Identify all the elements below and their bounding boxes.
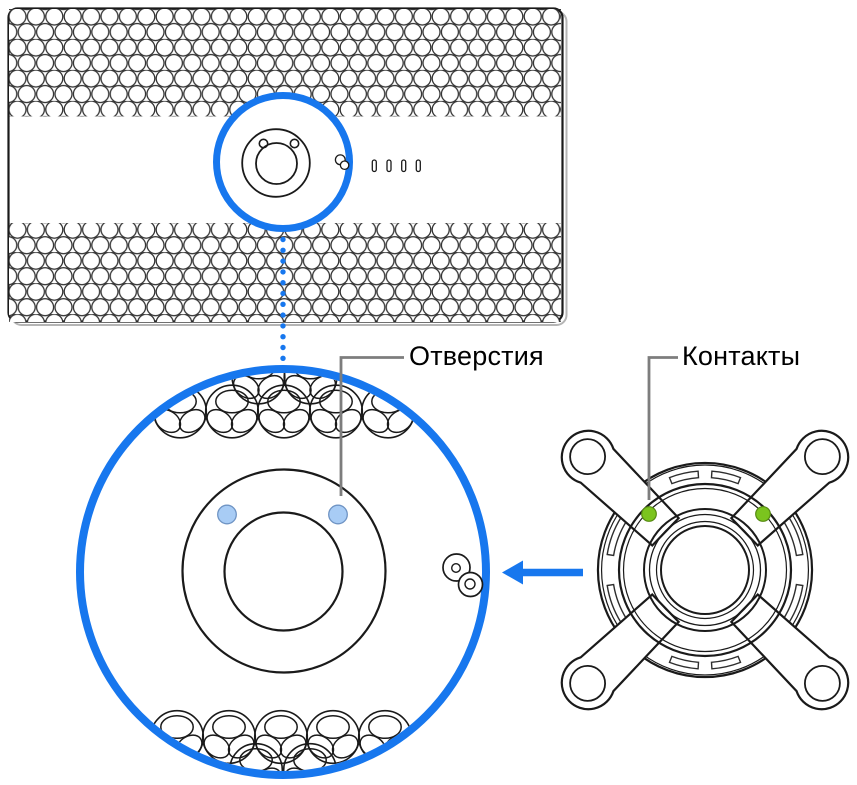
display-mount bbox=[241, 128, 311, 198]
display-back-panel bbox=[7, 7, 568, 326]
connector-dotted-line bbox=[280, 236, 286, 361]
adapter-hole-right bbox=[328, 504, 348, 525]
label-contacts: Контакты bbox=[682, 341, 801, 371]
magnified-mount-view bbox=[76, 365, 490, 779]
callout-line-holes bbox=[339, 356, 404, 496]
adapter-hole-left bbox=[217, 504, 237, 525]
adapter-contacts bbox=[641, 506, 771, 522]
magnified-mount bbox=[181, 468, 387, 674]
lock-cutout-magnified bbox=[442, 553, 484, 598]
adapter-body bbox=[617, 482, 793, 658]
contact-right bbox=[755, 506, 771, 522]
mount-hole-right bbox=[289, 138, 300, 149]
adapter-slots bbox=[606, 470, 804, 670]
callout-line-contacts bbox=[647, 356, 678, 500]
contact-left bbox=[641, 506, 657, 522]
lock-cutout-small bbox=[334, 154, 350, 171]
arrow-left-icon bbox=[502, 560, 583, 585]
display-ports bbox=[371, 159, 421, 173]
vesa-adapter bbox=[549, 418, 857, 722]
label-holes: Отверстия bbox=[409, 341, 544, 371]
adapter-webs bbox=[596, 461, 814, 679]
